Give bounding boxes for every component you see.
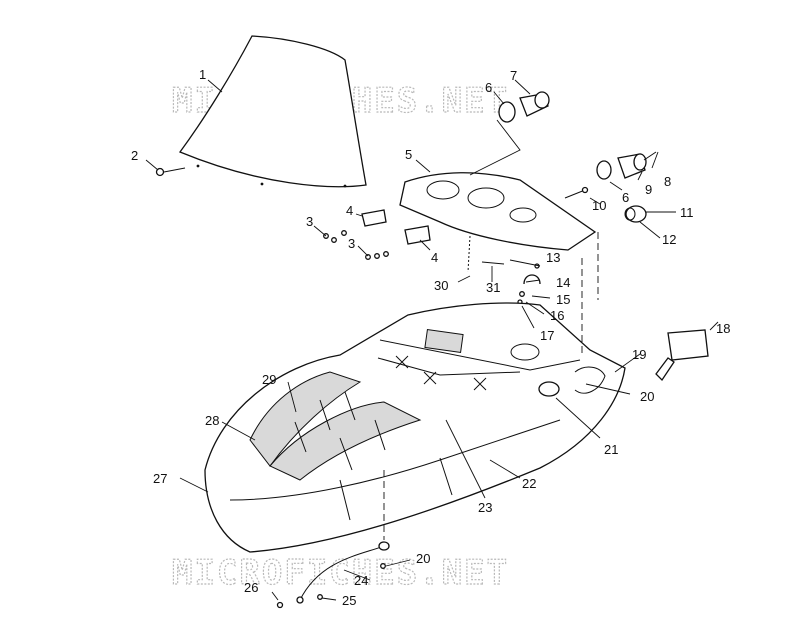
rod-30 <box>467 235 471 273</box>
hood <box>204 302 626 553</box>
callout-26: 26 <box>244 580 258 595</box>
callout-31: 31 <box>486 280 500 295</box>
callout-8: 8 <box>664 174 671 189</box>
callout-27: 27 <box>153 471 167 486</box>
callout-4b: 4 <box>431 250 438 265</box>
callout-17: 17 <box>540 328 554 343</box>
callout-9: 9 <box>645 182 652 197</box>
callout-15: 15 <box>556 292 570 307</box>
screw-10 <box>564 186 589 199</box>
callout-6a: 6 <box>485 80 492 95</box>
gauge-small <box>624 205 647 223</box>
callout-10: 10 <box>592 198 606 213</box>
callout-16: 16 <box>550 308 564 323</box>
callout-19: 19 <box>632 347 646 362</box>
callout-23: 23 <box>478 500 492 515</box>
callout-4a: 4 <box>346 203 353 218</box>
callout-7: 7 <box>510 68 517 83</box>
callout-20b: 20 <box>416 551 430 566</box>
callout-24: 24 <box>354 573 368 588</box>
windshield <box>178 35 367 188</box>
callout-1: 1 <box>199 67 206 82</box>
mirror <box>655 329 709 382</box>
callout-2: 2 <box>131 148 138 163</box>
callout-6b: 6 <box>622 190 629 205</box>
callout-22: 22 <box>522 476 536 491</box>
watermark-bottom: MICROFICHES.NET <box>172 553 509 593</box>
gauge-right <box>596 151 657 180</box>
callout-25: 25 <box>342 593 356 608</box>
callout-29: 29 <box>262 372 276 387</box>
callout-3b: 3 <box>348 236 355 251</box>
leader-lines <box>145 79 719 601</box>
cable-24 <box>276 541 390 609</box>
bracket-4-upper <box>361 209 387 227</box>
callout-labels: 1 2 3 3 4 4 5 6 6 7 8 9 10 11 12 13 14 1… <box>131 67 730 608</box>
callout-5: 5 <box>405 147 412 162</box>
callout-18: 18 <box>716 321 730 336</box>
callout-30: 30 <box>434 278 448 293</box>
callout-28: 28 <box>205 413 219 428</box>
console-panel <box>399 172 597 251</box>
callout-13: 13 <box>546 250 560 265</box>
callout-11: 11 <box>680 205 694 220</box>
hardware-3 <box>323 230 389 260</box>
callout-20a: 20 <box>640 389 654 404</box>
rod-31 <box>481 261 505 265</box>
callout-21: 21 <box>604 442 618 457</box>
callout-14: 14 <box>556 275 570 290</box>
screw-2 <box>155 167 186 177</box>
callout-3a: 3 <box>306 214 313 229</box>
bracket-4-lower <box>404 225 431 245</box>
clip-14 <box>517 263 541 305</box>
callout-12: 12 <box>662 232 676 247</box>
gauge-upper <box>469 91 550 176</box>
